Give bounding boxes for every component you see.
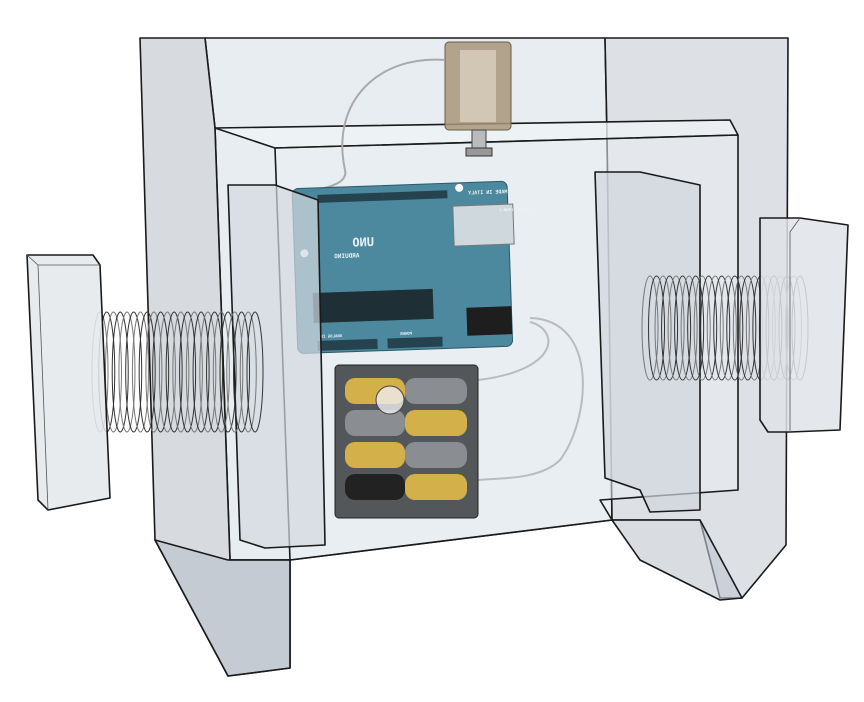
spring-coil [687,275,705,381]
spring-coil [713,275,731,381]
spring-coil [185,311,203,433]
right-frame-foot [611,519,743,601]
battery-holder [334,364,479,519]
spring-coil [648,275,666,381]
power-wire [477,317,584,481]
left-spring [91,311,264,433]
solenoid [444,41,512,157]
spring-coil [693,275,711,381]
spring-coil [239,311,257,433]
board-made-in-text: MADE IN ITALY [468,189,507,196]
spring-coil [152,311,170,433]
spring-coil [158,311,176,433]
spring-coil [233,311,251,433]
spring-coil [179,311,197,433]
spring-coil [641,275,659,381]
spring-coil [654,275,672,381]
spring-coil [165,311,183,433]
spring-coil [661,275,679,381]
board-digital-label: DIGITAL (PWM~) [499,206,533,212]
spring-coil [219,311,237,433]
spring-coil [246,311,264,433]
spring-coil [706,275,724,381]
spring-coil [667,275,685,381]
spring-coil [131,311,149,433]
spring-coil [739,275,757,381]
board-analog-label: ANALOG IN [320,333,342,339]
board-power-label: POWER [399,331,412,336]
board-brand-text: ARDUINO [334,252,360,260]
spring-coil [118,311,136,433]
spring-coil [674,275,692,381]
spring-coil [199,311,217,433]
spring-coil [680,275,698,381]
spring-coil [206,311,224,433]
spring-coil [111,311,129,433]
spring-coil [700,275,718,381]
spring-coil [192,311,210,433]
spring-coil [732,275,750,381]
spring-coil [145,311,163,433]
right-handle [759,217,849,433]
spring-coil [104,311,122,433]
power-wire-2 [477,321,550,381]
left-frame-foot [154,539,291,677]
left-handle [26,254,111,511]
spring-coil [172,311,190,433]
left-clamp-block [227,184,326,549]
arduino-board: UNO ARDUINO MADE IN ITALY DIGITAL (PWM~)… [291,180,533,354]
spring-coil [125,311,143,433]
spring-coil [726,275,744,381]
spring-coil [212,311,230,433]
spring-coil [226,311,244,433]
board-logo-text: UNO [352,235,374,250]
spring-coil [138,311,156,433]
spring-coil [719,275,737,381]
right-clamp-block [594,171,701,513]
